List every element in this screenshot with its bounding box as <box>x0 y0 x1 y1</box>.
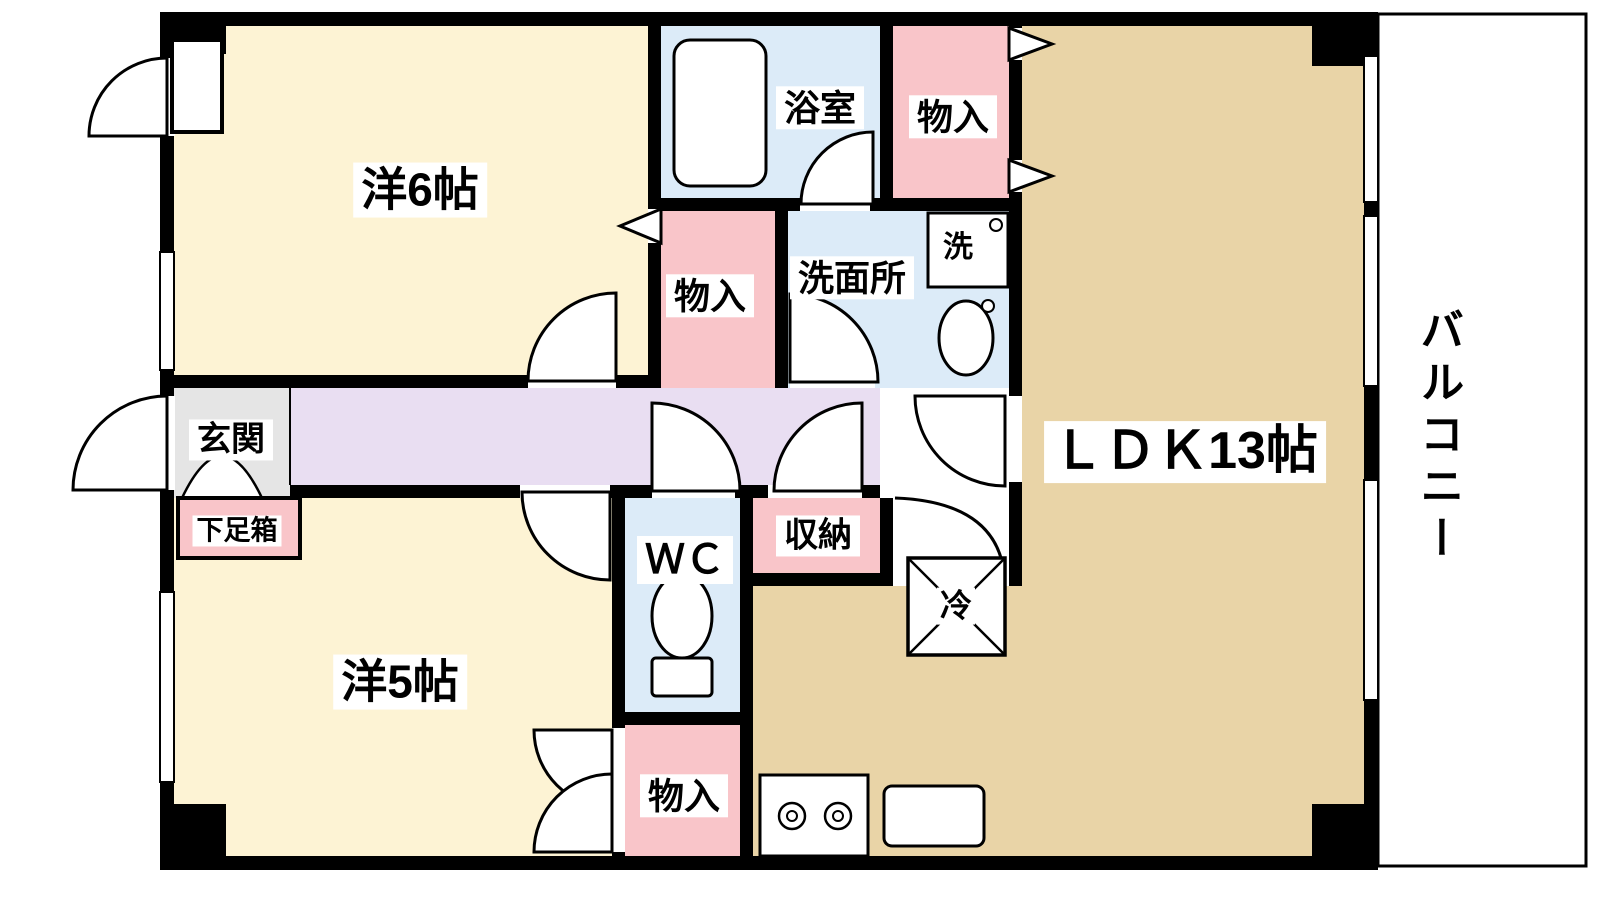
window-left-yo6 <box>159 251 175 371</box>
fold-door-monoire-mid <box>616 206 663 246</box>
label-fridge: 冷 <box>936 587 976 625</box>
door-arc-bath <box>799 130 875 206</box>
label-washer: 洗 <box>940 230 976 266</box>
pillar-box <box>170 38 224 134</box>
door-arc-yo5 <box>520 490 612 582</box>
label-monoire-mid: 物入 <box>665 274 755 318</box>
door-arc-monoire-bottom-2 <box>532 772 614 854</box>
pillar-bottom-left <box>160 804 226 870</box>
label-yo6: 洋6帖 <box>353 162 487 218</box>
door-arc-wc <box>650 401 742 493</box>
label-bath: 浴室 <box>775 86 865 130</box>
label-monoire-bottom: 物入 <box>639 774 729 818</box>
label-monoire-top: 物入 <box>908 95 998 139</box>
balcony-area <box>1376 12 1588 868</box>
washer-faucet <box>989 218 1003 232</box>
basin-faucet <box>981 299 995 313</box>
door-arc-ldk <box>913 394 1007 488</box>
door-arc-front <box>71 394 169 492</box>
opening-ldk <box>1009 396 1022 482</box>
opening-monoire-bottom <box>612 728 625 852</box>
label-genkan: 玄関 <box>189 419 273 461</box>
toilet-bowl <box>650 572 714 660</box>
bathtub <box>672 38 768 188</box>
door-arc-top-left <box>87 56 169 138</box>
basin <box>937 299 995 377</box>
door-arc-shuno <box>772 401 864 493</box>
label-ldk: ＬＤＫ13帖 <box>1044 421 1326 483</box>
toilet-tank <box>650 656 714 698</box>
window-right-3 <box>1363 479 1379 701</box>
window-right-1 <box>1363 55 1379 203</box>
window-left-yo5 <box>159 591 175 783</box>
label-balcony: バルコニー <box>1413 307 1463 567</box>
label-yo5: 洋5帖 <box>333 654 467 710</box>
label-shuno: 収納 <box>776 515 860 557</box>
window-right-2 <box>1363 215 1379 387</box>
fold-door-monoire-top-1 <box>1007 25 1057 63</box>
label-wc: ＷＣ <box>637 536 733 584</box>
pillar-bottom-right <box>1312 804 1378 870</box>
door-arc-yo6 <box>526 291 618 383</box>
fold-door-monoire-top-2 <box>1007 157 1057 195</box>
kitchen-sink <box>882 784 986 848</box>
stove-burner-2-inner <box>832 810 844 822</box>
label-shoebox: 下足箱 <box>192 515 282 547</box>
label-senmenjo: 洗面所 <box>789 256 915 300</box>
stove-burner-1-inner <box>786 810 798 822</box>
